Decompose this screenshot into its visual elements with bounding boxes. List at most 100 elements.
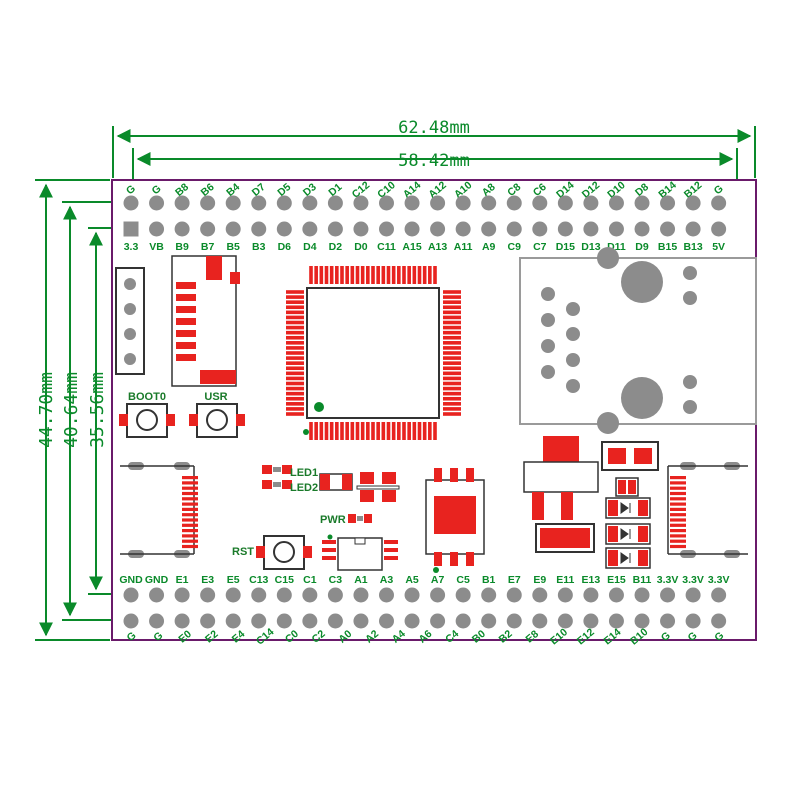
mcu-chip bbox=[286, 266, 461, 440]
top-inner-pin bbox=[276, 221, 292, 237]
pwr-label: PWR bbox=[320, 514, 346, 526]
dim-width-outer: 62.48mm bbox=[398, 118, 470, 138]
fpc-pad bbox=[670, 513, 686, 517]
fpc-pad bbox=[182, 529, 198, 533]
mcu-pin bbox=[443, 381, 461, 386]
top-inner-pin bbox=[608, 221, 624, 237]
top-inner-pin-label: B5 bbox=[226, 241, 240, 253]
mcu-pin bbox=[355, 422, 360, 440]
top-inner-pin bbox=[200, 221, 216, 237]
top-inner-pin bbox=[327, 221, 343, 237]
bottom-inner-pin bbox=[353, 587, 369, 603]
fpc-pad bbox=[182, 539, 198, 543]
top-inner-pin bbox=[711, 221, 727, 237]
top-outer-pin bbox=[404, 195, 420, 211]
mcu-pin bbox=[443, 341, 461, 345]
top-outer-pin bbox=[200, 195, 216, 211]
mcu-pin bbox=[443, 300, 461, 304]
top-outer-pin bbox=[660, 195, 676, 211]
top-inner-pin-label: 5V bbox=[712, 241, 725, 253]
boot0-button: BOOT0 bbox=[119, 391, 175, 438]
top-outer-pin bbox=[506, 195, 522, 211]
fpc-pad bbox=[182, 534, 198, 538]
mcu-pin bbox=[417, 266, 422, 284]
bottom-inner-pin bbox=[404, 587, 420, 603]
mcu-pin bbox=[443, 402, 461, 406]
mcu-pin bbox=[286, 346, 304, 350]
mcu-pin bbox=[443, 290, 461, 294]
bottom-inner-pin-label: 3.3V bbox=[682, 574, 704, 586]
mcu-pin bbox=[286, 305, 304, 310]
mcu-pin bbox=[433, 422, 437, 440]
mcu-pin bbox=[286, 371, 304, 376]
bottom-inner-pin-label: B1 bbox=[482, 574, 496, 586]
bottom-inner-pin bbox=[506, 587, 522, 603]
usr-button: USR bbox=[189, 391, 245, 438]
top-outer-pin bbox=[608, 195, 624, 211]
mcu-pin bbox=[329, 422, 334, 440]
mcu-pin bbox=[443, 371, 461, 376]
top-inner-pin bbox=[430, 221, 446, 237]
top-inner-pin-label: A9 bbox=[482, 241, 496, 253]
fpc-pad bbox=[182, 486, 198, 490]
mcu-pin bbox=[376, 266, 380, 284]
bottom-outer-pin bbox=[711, 613, 727, 629]
mcu-pin bbox=[309, 266, 313, 284]
top-inner-pin-label: D0 bbox=[354, 241, 368, 253]
bottom-outer-pin bbox=[200, 613, 216, 629]
bottom-inner-pin bbox=[608, 587, 624, 603]
top-inner-pin-label: D15 bbox=[556, 241, 575, 253]
top-outer-pin bbox=[302, 195, 318, 211]
regulator-ic bbox=[425, 468, 485, 573]
bottom-inner-pin bbox=[481, 587, 497, 603]
mcu-pin bbox=[286, 386, 304, 391]
mcu-pin bbox=[366, 266, 370, 284]
bottom-outer-pin bbox=[174, 613, 190, 629]
mcu-pin bbox=[376, 422, 380, 440]
bottom-outer-pin bbox=[532, 613, 548, 629]
top-inner-pin-label: B3 bbox=[252, 241, 266, 253]
top-outer-pin bbox=[149, 195, 165, 211]
mcu-pin bbox=[350, 266, 355, 284]
mcu-pin bbox=[345, 266, 349, 284]
top-inner-pin bbox=[174, 221, 190, 237]
bottom-inner-pin-label: E3 bbox=[201, 574, 214, 586]
mcu-pin bbox=[412, 422, 417, 440]
top-outer-pin bbox=[583, 195, 599, 211]
mcu-pin bbox=[286, 320, 304, 325]
mcu-pin bbox=[286, 335, 304, 340]
top-inner-pin-label: B9 bbox=[175, 241, 189, 253]
mcu-pin bbox=[286, 310, 304, 315]
mcu-pin bbox=[286, 407, 304, 411]
bottom-outer-pin bbox=[583, 613, 599, 629]
bottom-inner-pin bbox=[174, 587, 190, 603]
bottom-outer-pin bbox=[608, 613, 624, 629]
top-inner-pin-label: B13 bbox=[683, 241, 702, 253]
bottom-inner-pin-label: E15 bbox=[607, 574, 626, 586]
mcu-pin bbox=[386, 422, 391, 440]
top-inner-pin bbox=[634, 221, 650, 237]
bottom-outer-pin bbox=[506, 613, 522, 629]
top-outer-pin bbox=[532, 195, 548, 211]
top-inner-pin-label: C7 bbox=[533, 241, 547, 253]
mcu-pin bbox=[360, 266, 365, 284]
bottom-outer-pin bbox=[327, 613, 343, 629]
mcu-pin bbox=[443, 376, 461, 381]
four-pin-connector bbox=[115, 267, 145, 375]
fpc-pad bbox=[182, 518, 198, 522]
mcu-pin bbox=[443, 310, 461, 315]
bottom-inner-pin-label: E5 bbox=[227, 574, 240, 586]
bottom-outer-pin bbox=[455, 613, 471, 629]
mcu-pin bbox=[428, 266, 432, 284]
fpc-pad bbox=[670, 481, 686, 485]
rst-label: RST bbox=[232, 546, 254, 558]
mcu-pin bbox=[443, 356, 461, 360]
fpc-pad bbox=[670, 518, 686, 522]
mcu-pin bbox=[386, 266, 391, 284]
top-inner-pin-label: D4 bbox=[303, 241, 317, 253]
usr-label: USR bbox=[204, 391, 227, 403]
mcu-pin bbox=[286, 315, 304, 320]
top-inner-pin-label: A11 bbox=[454, 241, 473, 253]
top-outer-pin bbox=[481, 195, 497, 211]
top-outer-pin bbox=[251, 195, 267, 211]
